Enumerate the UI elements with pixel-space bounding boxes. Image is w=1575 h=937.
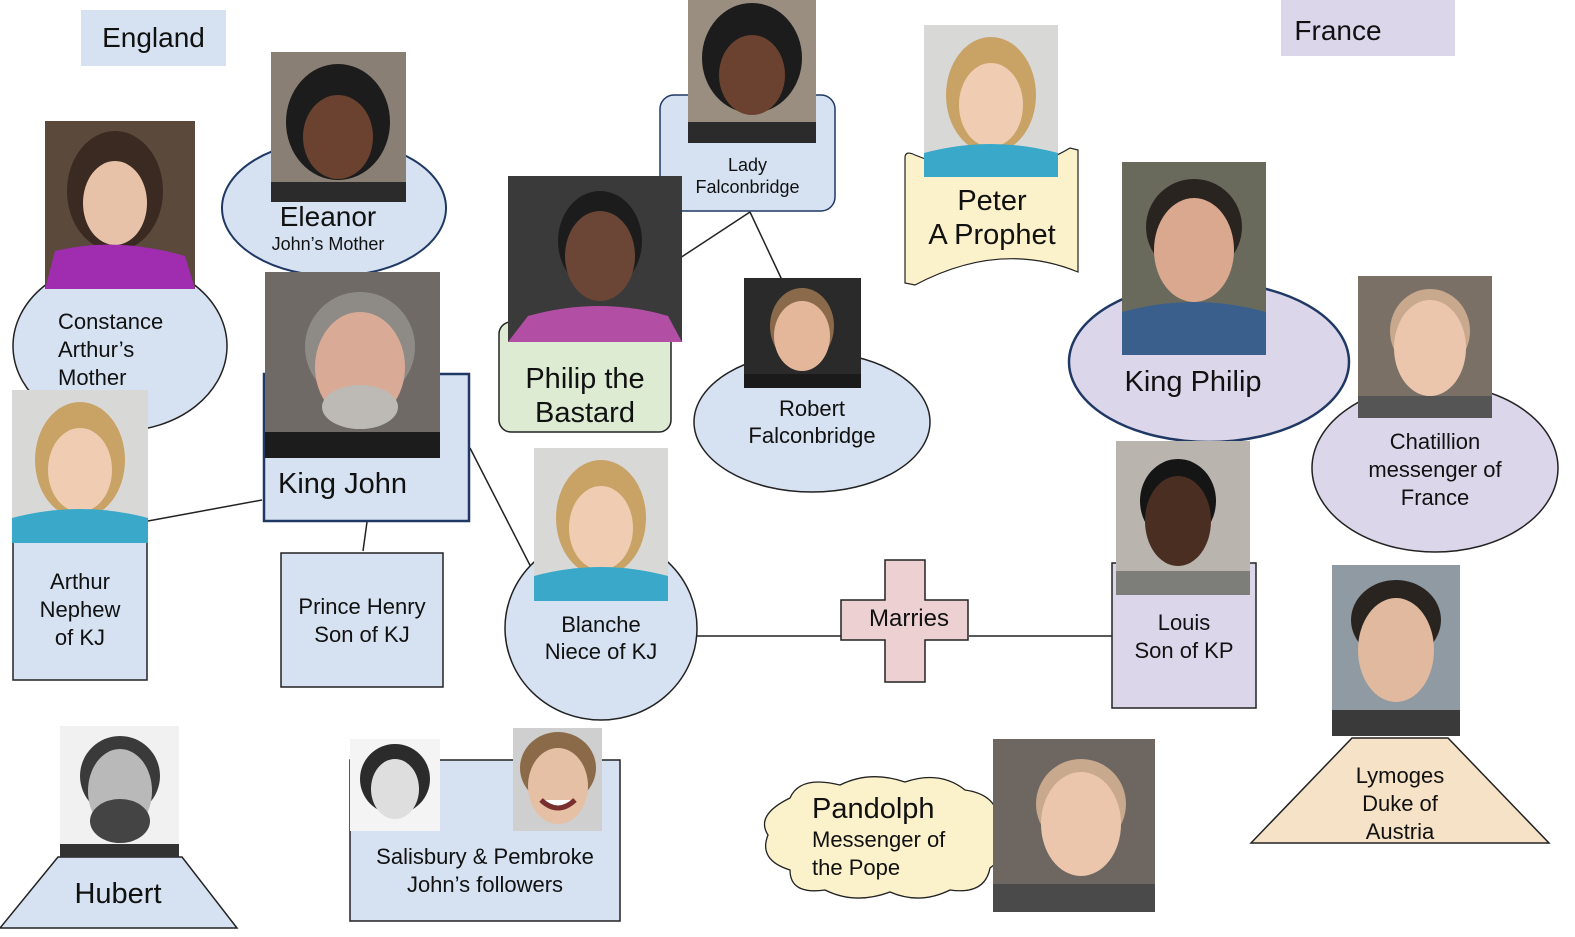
arthur-line3: of KJ (54, 625, 106, 650)
actor-photo-icon (60, 736, 179, 857)
actor-photo-icon (265, 292, 440, 458)
england-label-box (81, 10, 226, 66)
actor-photo-peter (924, 25, 1058, 177)
france-label-box (1281, 0, 1455, 56)
connector-lines (147, 211, 1112, 637)
actor-photo-icon (1332, 580, 1460, 736)
actor-photo-constance (45, 121, 195, 289)
marries-shape (840, 559, 969, 683)
actor-photo-king-philip (1122, 162, 1266, 355)
actor-photo-louis (1116, 441, 1250, 595)
connector-kj-blanche (469, 447, 536, 576)
lady-line1: Lady (727, 155, 768, 175)
pandolph-line2: Messenger of (812, 827, 946, 852)
hubert-name: Hubert (74, 878, 162, 910)
arthur-line1: Arthur (50, 569, 110, 594)
actor-photo-icon (508, 191, 682, 342)
actor-photo-pandolph (993, 739, 1155, 912)
bastard-line1: Philip the (525, 363, 645, 395)
lady-line2: Falconbridge (695, 177, 800, 197)
actor-photo-icon (1358, 289, 1492, 418)
salisbury-line2: John’s followers (406, 872, 564, 897)
actor-photo-pembroke (513, 728, 602, 831)
actor-photo-icon (45, 131, 195, 289)
marries-label: Marries (868, 605, 949, 632)
actor-photo-eleanor (271, 52, 406, 202)
robert-line2: Falconbridge (748, 423, 876, 448)
peter-line1: Peter (957, 185, 1027, 217)
lymoges-line1: Lymoges (1355, 763, 1445, 788)
actor-photo-icon (360, 744, 430, 819)
chatillion-line3: France (1400, 485, 1470, 510)
arthur-line2: Nephew (39, 597, 121, 622)
pandolph-name: Pandolph (812, 793, 935, 825)
actor-photo-icon (520, 732, 596, 824)
connector-henry-kj (362, 521, 368, 552)
chatillion-line1: Chatillion (1389, 429, 1481, 454)
actor-photo-icon (993, 759, 1155, 912)
blanche-line2: Niece of KJ (544, 639, 658, 664)
actor-photo-icon (688, 3, 816, 143)
actor-photo-icon (1122, 179, 1266, 355)
henry-shape (280, 552, 444, 688)
eleanor-name: Eleanor (279, 201, 377, 232)
robert-line1: Robert (778, 396, 846, 421)
actor-photo-icon (924, 37, 1058, 177)
constance-line3: Mother (58, 365, 127, 390)
actor-photo-icon (1116, 459, 1250, 595)
lymoges-line3: Austria (1365, 819, 1435, 844)
constance-line2: Arthur’s (58, 337, 135, 362)
actor-photo-chatillion (1358, 276, 1492, 418)
actor-photo-blanche (534, 448, 668, 601)
actor-photo-icon (271, 64, 406, 202)
peter-line2: A Prophet (928, 219, 1056, 251)
actor-photo-hubert (60, 726, 179, 857)
king-philip-name: King Philip (1124, 366, 1262, 398)
france-label: France (1294, 15, 1382, 46)
lymoges-shape (1249, 737, 1551, 844)
actor-photo-icon (12, 402, 148, 543)
king-john-name: King John (278, 468, 407, 500)
actor-photo-icon (744, 288, 861, 388)
pandolph-line3: the Pope (812, 855, 901, 880)
actor-photo-lymoges (1332, 565, 1460, 736)
chatillion-line2: messenger of (1368, 457, 1502, 482)
actor-photo-robert (744, 278, 861, 388)
actor-photo-bastard (508, 176, 682, 342)
connector-lady-bastard (679, 211, 751, 259)
lymoges-line2: Duke of (1362, 791, 1438, 816)
actor-photo-king-john (265, 272, 440, 458)
salisbury-line1: Salisbury & Pembroke (376, 844, 594, 869)
actor-photo-icon (534, 460, 668, 601)
connector-lady-robert (749, 211, 783, 281)
louis-line2: Son of KP (1134, 638, 1234, 663)
hubert-shape (0, 856, 239, 929)
constance-line1: Constance (58, 309, 164, 334)
england-label: England (102, 22, 205, 53)
connector-arthur-kj (147, 499, 263, 522)
eleanor-desc: John’s Mother (271, 234, 385, 254)
bastard-line2: Bastard (535, 397, 635, 429)
henry-line2: Son of KJ (314, 622, 410, 647)
henry-line1: Prince Henry (298, 594, 426, 619)
actor-photo-lady (688, 0, 816, 143)
actor-photo-salisbury (350, 739, 440, 831)
louis-line1: Louis (1157, 610, 1211, 635)
actor-photo-arthur (12, 390, 148, 543)
blanche-line1: Blanche (561, 612, 641, 637)
pandolph-shape (763, 776, 1006, 899)
